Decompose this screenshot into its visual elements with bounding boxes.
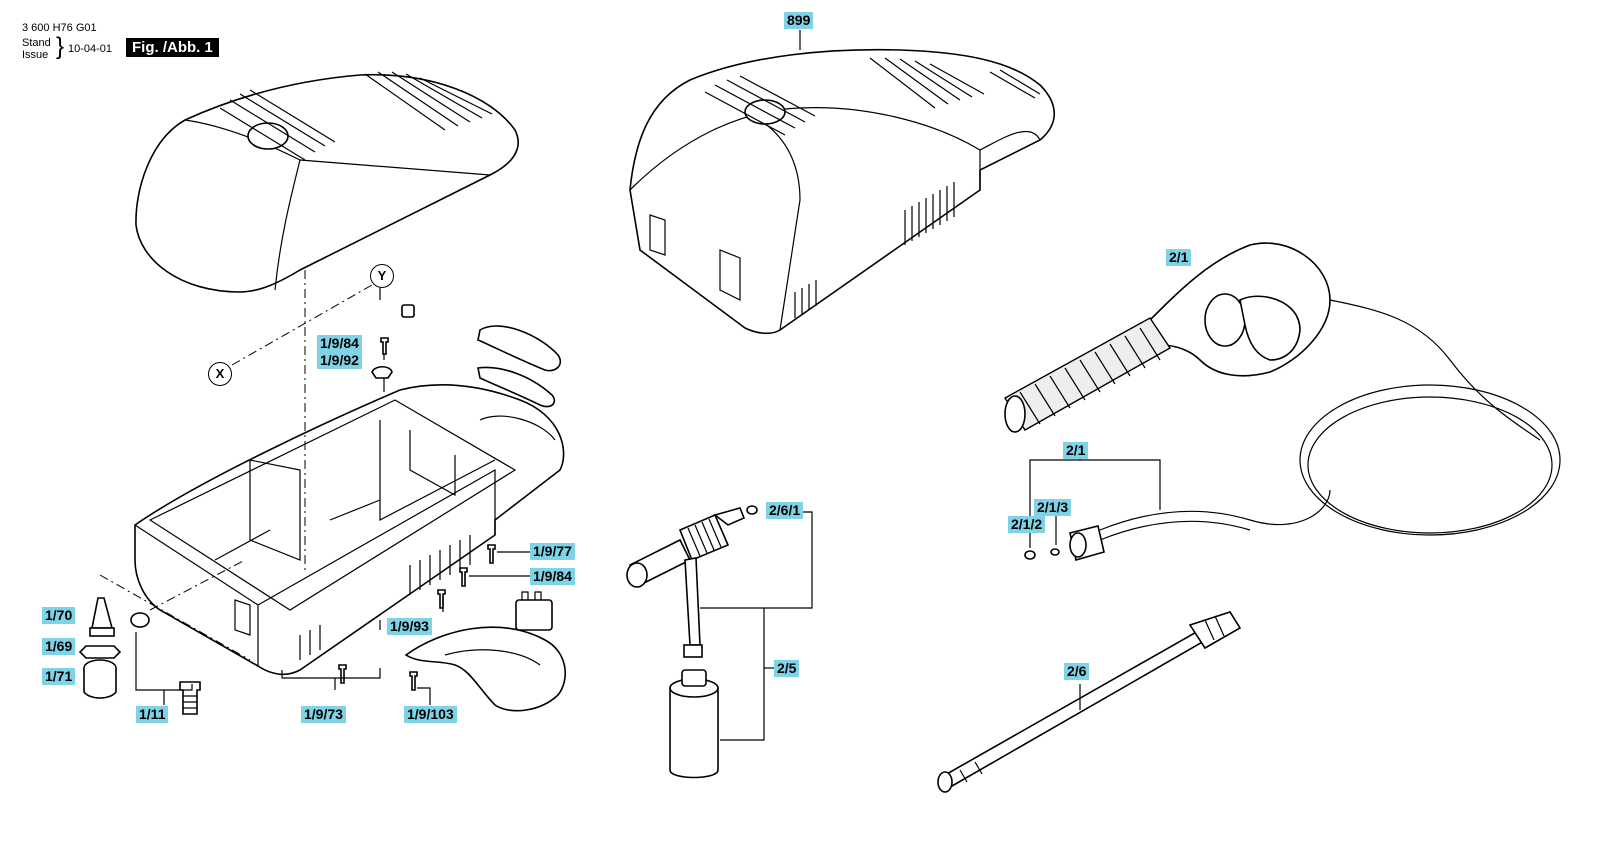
- lower-housing: [134, 384, 565, 676]
- assembly-marker-y: Y: [370, 264, 394, 288]
- hose: [1024, 384, 1561, 562]
- part-label-1-9-92: 1/9/92: [317, 352, 362, 369]
- part-label-1-70: 1/70: [42, 607, 76, 624]
- part-label-1-71: 1/71: [42, 668, 76, 685]
- part-label-2-1-3: 2/1/3: [1034, 499, 1072, 516]
- issue-label: Issue: [22, 49, 49, 61]
- assembly-marker-x: X: [208, 362, 232, 386]
- part-label-2-6: 2/6: [1064, 663, 1090, 680]
- fittings: [78, 597, 201, 715]
- screws: [338, 337, 566, 712]
- spray-gun: [1004, 242, 1541, 441]
- part-label-899: 899: [784, 12, 814, 29]
- bracket-lines: [135, 551, 530, 705]
- brace-glyph: }: [56, 33, 65, 60]
- part-label-2-1-hose: 2/1: [1063, 442, 1089, 459]
- part-label-1-69: 1/69: [42, 638, 76, 655]
- detergent-nozzle-assembly: [626, 505, 813, 779]
- part-label-2-1-2: 2/1/2: [1008, 516, 1046, 533]
- part-label-2-1-gun: 2/1: [1166, 249, 1192, 266]
- part-label-1-9-84-top: 1/9/84: [317, 335, 362, 352]
- part-label-1-9-103: 1/9/103: [404, 706, 457, 723]
- lance: [937, 611, 1242, 793]
- part-label-1-9-84-mid: 1/9/84: [530, 568, 575, 585]
- part-label-1-9-77: 1/9/77: [530, 543, 575, 560]
- doc-number: 3 600 H76 G01: [22, 22, 97, 34]
- issue-date: 10-04-01: [68, 43, 113, 55]
- part-label-1-11: 1/11: [136, 706, 169, 723]
- stand-label: Stand: [22, 37, 51, 49]
- handle-covers: [401, 304, 562, 408]
- figure-tag: Fig. /Abb. 1: [126, 38, 219, 57]
- cover-899: [629, 30, 1055, 335]
- part-label-1-9-93: 1/9/93: [387, 618, 432, 635]
- part-label-2-5: 2/5: [774, 660, 800, 677]
- part-label-2-6-1: 2/6/1: [766, 502, 804, 519]
- part-label-1-9-73: 1/9/73: [301, 706, 346, 723]
- upper-housing-cover: [135, 71, 519, 293]
